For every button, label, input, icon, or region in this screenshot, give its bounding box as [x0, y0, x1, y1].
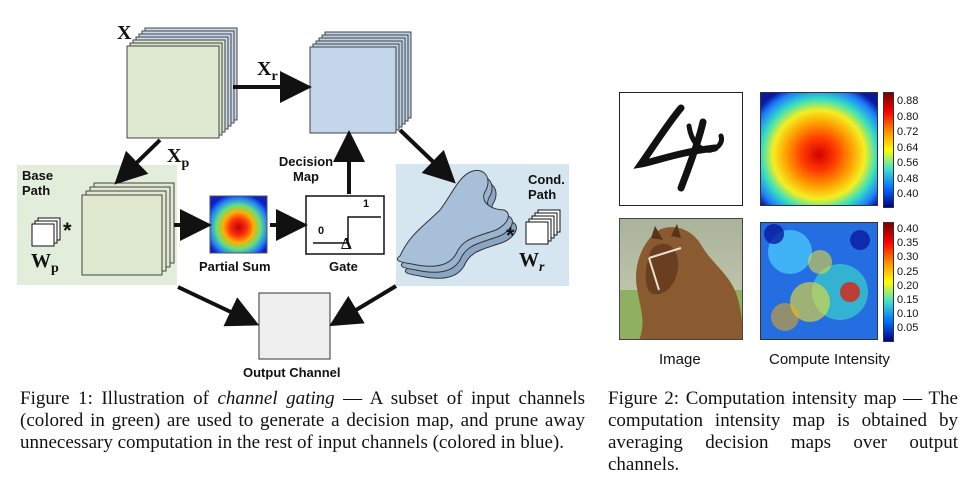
label-base-path-line2: Path [22, 183, 51, 198]
cb-bot-tick-7: 0.05 [897, 322, 919, 335]
figure1-caption: Figure 1: Illustration of channel gating… [20, 388, 585, 454]
label-wp-sub: p [51, 261, 59, 276]
arrow-xr-to-cond [398, 128, 456, 184]
label-cond-path: Cond. Path [528, 172, 565, 202]
cb-top-tick-4: 0.56 [897, 157, 919, 169]
label-partial-sum: Partial Sum [199, 259, 271, 274]
label-wp-main: W [31, 250, 51, 272]
output-channel-box [258, 292, 331, 360]
cond-path-warped-stack [396, 170, 517, 279]
figure2-caption: Figure 2: Computation intensity map — Th… [608, 388, 958, 475]
label-cond-path-line2: Path [528, 187, 557, 202]
arrow-cond-to-output [329, 284, 398, 327]
label-xr: Xr [257, 58, 278, 85]
label-xp: Xp [167, 145, 189, 172]
cb-top-tick-6: 0.40 [897, 188, 919, 200]
label-decision-map: Decision Map [276, 154, 336, 184]
label-gate: Gate [329, 259, 358, 274]
label-xr-main: X [257, 58, 272, 80]
label-wr: Wr [519, 249, 544, 276]
gate-delta: Δ [341, 234, 352, 253]
label-base-path-line1: Base [22, 168, 54, 183]
label-star-cond: * [506, 223, 515, 248]
cb-bot-tick-5: 0.15 [897, 294, 919, 307]
label-image: Image [659, 351, 701, 368]
figure1-caption-prefix: Figure 1: Illustration of [20, 388, 218, 409]
label-wp: Wp [31, 250, 59, 277]
cb-bot-tick-2: 0.30 [897, 251, 919, 264]
input-stack-x [126, 27, 238, 139]
label-star-base: * [63, 218, 72, 243]
cb-bot-tick-3: 0.25 [897, 265, 919, 278]
xr-stack [309, 31, 412, 134]
label-decision-map-line1: Decision [278, 154, 334, 169]
heatmap-digit [760, 92, 878, 206]
figure1-caption-rest: — A subset of input channels (colored in… [20, 388, 586, 453]
cb-bot-tick-0: 0.40 [897, 223, 919, 235]
figure1-caption-italic: channel gating [217, 388, 335, 409]
wp-kernel-stack [31, 217, 61, 247]
gate-box [305, 195, 385, 255]
colorbar-top-ticks: 0.88 0.80 0.72 0.64 0.56 0.48 0.40 [897, 94, 918, 203]
label-wr-main: W [519, 249, 539, 271]
cb-top-tick-2: 0.72 [897, 126, 919, 138]
cb-bot-tick-4: 0.20 [897, 279, 919, 292]
label-xp-main: X [167, 145, 182, 167]
wr-kernel-stack [525, 209, 561, 245]
cb-bot-tick-1: 0.35 [897, 237, 919, 250]
label-cond-path-line1: Cond. [528, 172, 565, 187]
image-digit-four [619, 92, 743, 206]
partial-sum-heatmap [209, 195, 268, 254]
figure1-diagram [17, 27, 569, 360]
label-x: X [117, 22, 132, 44]
heatmap-horse [760, 222, 878, 340]
arrow-base-to-output [177, 285, 260, 327]
gate-zero: 0 [318, 225, 325, 237]
colorbar-top [883, 92, 894, 208]
xp-stack [81, 182, 175, 276]
colorbar-bottom [883, 222, 894, 342]
image-horse [619, 218, 743, 340]
label-compute-intensity: Compute Intensity [769, 351, 890, 368]
label-output-channel: Output Channel [243, 365, 341, 380]
label-wr-sub: r [539, 260, 545, 275]
gate-one: 1 [363, 198, 370, 210]
cb-bot-tick-6: 0.10 [897, 308, 919, 321]
arrow-x-to-xp [114, 138, 162, 185]
cb-top-tick-0: 0.88 [897, 95, 919, 107]
label-xp-sub: p [181, 156, 190, 171]
colorbar-bottom-ticks: 0.40 0.35 0.30 0.25 0.20 0.15 0.10 0.05 [897, 222, 918, 336]
cb-top-tick-1: 0.80 [897, 110, 919, 123]
label-decision-map-line2: Map [293, 169, 319, 184]
cb-top-tick-3: 0.64 [897, 141, 919, 154]
label-xr-sub: r [271, 69, 278, 84]
label-base-path: Base Path [22, 168, 53, 198]
cb-top-tick-5: 0.48 [897, 172, 919, 185]
